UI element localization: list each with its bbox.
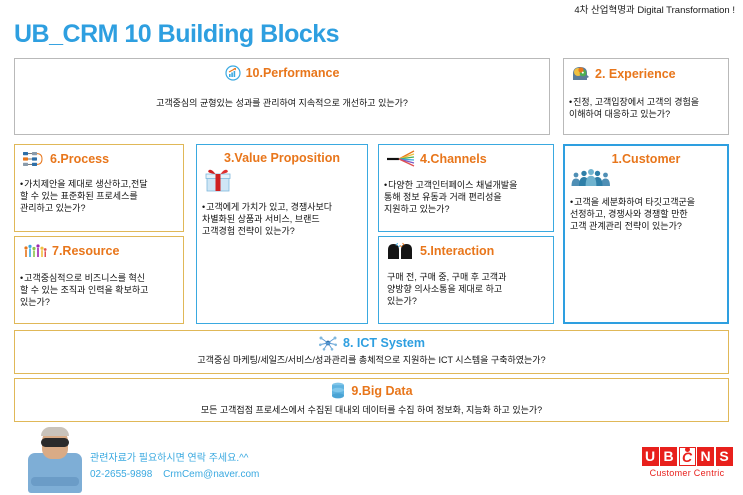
block-experience-body: 진정, 고객입장에서 고객의 경험을 이해하여 대응하고 있는가? <box>569 96 722 120</box>
sunglasses-icon <box>41 438 69 447</box>
block-ict-body: 고객중심 마케팅/세일즈/서비스/성과관리를 총체적으로 지원하는 ICT 시스… <box>197 355 546 365</box>
contact-email[interactable]: CrmCem@naver.com <box>163 468 260 480</box>
ubcns-logo: U B C N S Customer Centric <box>637 447 737 478</box>
logo-dot-icon <box>684 447 690 452</box>
block-process[interactable]: 6.Process 가치제안을 제대로 생산하고,전달 할 수 있는 표준화된 … <box>14 144 184 232</box>
block-resource-body: 고객중심적으로 비즈니스를 혁신 할 수 있는 조직과 인력을 확보하고 있는가… <box>20 272 178 308</box>
gift-box-icon <box>204 166 367 197</box>
block-experience-title: 2. Experience <box>595 66 676 81</box>
page-title: UB_CRM 10 Building Blocks <box>14 20 340 48</box>
block-customer[interactable]: 1.Customer 고객을 세분화하여 타깃고객군을 선정하고, 경쟁사와 경… <box>563 144 729 324</box>
block-process-body: 가치제안을 제대로 생산하고,전달 할 수 있는 표준화된 프로세스를 관리하고… <box>20 178 178 214</box>
block-process-title: 6.Process <box>50 152 110 166</box>
block-performance-body: 고객중심의 균형있는 성과를 관리하여 지속적으로 개선하고 있는가? <box>156 98 408 108</box>
process-flow-icon <box>23 151 45 167</box>
contact-line-2: 02-2655-9898 CrmCem@naver.com <box>90 467 267 483</box>
block-interaction-body: 구매 전, 구매 중, 구매 후 고객과 양방향 의사소통을 제대로 하고 있는… <box>387 272 507 307</box>
block-customer-header: 1.Customer <box>565 152 727 166</box>
block-value-proposition[interactable]: 3.Value Proposition 고객에게 가치가 있고, 경쟁사보다 차… <box>196 144 368 324</box>
block-interaction[interactable]: 5.Interaction 구매 전, 구매 중, 구매 후 고객과 양방향 의… <box>378 236 554 324</box>
block-customer-title: 1.Customer <box>611 152 681 166</box>
block-ict-header: 8. ICT System <box>15 335 728 351</box>
head-brain-icon <box>570 65 590 82</box>
database-icon <box>330 382 346 400</box>
logo-letter-s: S <box>715 447 733 466</box>
people-resource-icon <box>23 243 47 259</box>
avatar-shirt <box>28 453 82 493</box>
block-big-data[interactable]: 9.Big Data 모든 고객접점 프로세스에서 수집된 대내외 데이터를 수… <box>14 378 729 422</box>
logo-tagline: Customer Centric <box>649 468 725 478</box>
block-channels[interactable]: 4.Channels 다양한 고객인터페이스 채널개발을 통해 정보 유동과 거… <box>378 144 554 232</box>
block-value-title: 3.Value Proposition <box>224 151 340 165</box>
block-channels-header: 4.Channels <box>385 150 553 168</box>
block-performance-header: 10.Performance <box>15 65 549 81</box>
contact-message: 관련자료가 필요하시면 연락 주세요.^^ <box>90 453 249 464</box>
block-value-header: 3.Value Proposition <box>197 151 367 165</box>
block-interaction-title: 5.Interaction <box>420 243 495 258</box>
block-performance[interactable]: 10.Performance 고객중심의 균형있는 성과를 관리하여 지속적으로… <box>14 58 550 135</box>
contact-info: 관련자료가 필요하시면 연락 주세요.^^ 02-2655-9898 CrmCe… <box>90 451 267 482</box>
block-resource-title: 7.Resource <box>52 244 120 258</box>
block-bigdata-header: 9.Big Data <box>15 382 728 400</box>
block-ict-system[interactable]: 8. ICT System 고객중심 마케팅/세일즈/서비스/성과관리를 총체적… <box>14 330 729 374</box>
block-process-header: 6.Process <box>23 151 183 167</box>
slide-tagline: 4차 산업혁명과 Digital Transformation ! <box>574 5 735 16</box>
block-channels-title: 4.Channels <box>420 152 487 166</box>
block-customer-body: 고객을 세분화하여 타깃고객군을 선정하고, 경쟁사와 경쟁할 만한 고객 관계… <box>570 196 722 232</box>
avatar-hair <box>41 427 69 436</box>
block-resource-header: 7.Resource <box>23 243 183 259</box>
customer-group-icon <box>571 168 727 191</box>
logo-letter-u: U <box>641 447 659 466</box>
block-experience[interactable]: 2. Experience 진정, 고객입장에서 고객의 경험을 이해하여 대응… <box>563 58 729 135</box>
network-node-icon <box>318 335 338 351</box>
contact-phone[interactable]: 02-2655-9898 <box>90 468 153 480</box>
two-heads-icon <box>387 242 415 259</box>
channel-fan-icon <box>385 150 415 168</box>
logo-letters: U B C N S <box>637 447 737 466</box>
logo-letter-c: C <box>678 447 696 466</box>
block-bigdata-body: 모든 고객접점 프로세스에서 수집된 대내외 데이터를 수집 하여 정보화, 지… <box>200 405 543 415</box>
growth-chart-icon <box>224 65 241 81</box>
block-resource[interactable]: 7.Resource 고객중심적으로 비즈니스를 혁신 할 수 있는 조직과 인… <box>14 236 184 324</box>
block-channels-body: 다양한 고객인터페이스 채널개발을 통해 정보 유동과 거래 편리성을 지원하고… <box>384 179 548 215</box>
logo-letter-n: N <box>697 447 714 466</box>
block-ict-title: 8. ICT System <box>343 336 425 350</box>
person-photo-avatar <box>24 427 86 493</box>
block-performance-title: 10.Performance <box>245 66 340 80</box>
avatar-arms <box>31 477 79 486</box>
logo-letter-b: B <box>660 447 677 466</box>
block-bigdata-title: 9.Big Data <box>351 384 413 398</box>
block-experience-header: 2. Experience <box>570 65 728 82</box>
block-interaction-header: 5.Interaction <box>387 242 553 259</box>
block-value-body: 고객에게 가치가 있고, 경쟁사보다 차별화된 상품과 서비스, 브랜드 고객경… <box>202 201 362 237</box>
